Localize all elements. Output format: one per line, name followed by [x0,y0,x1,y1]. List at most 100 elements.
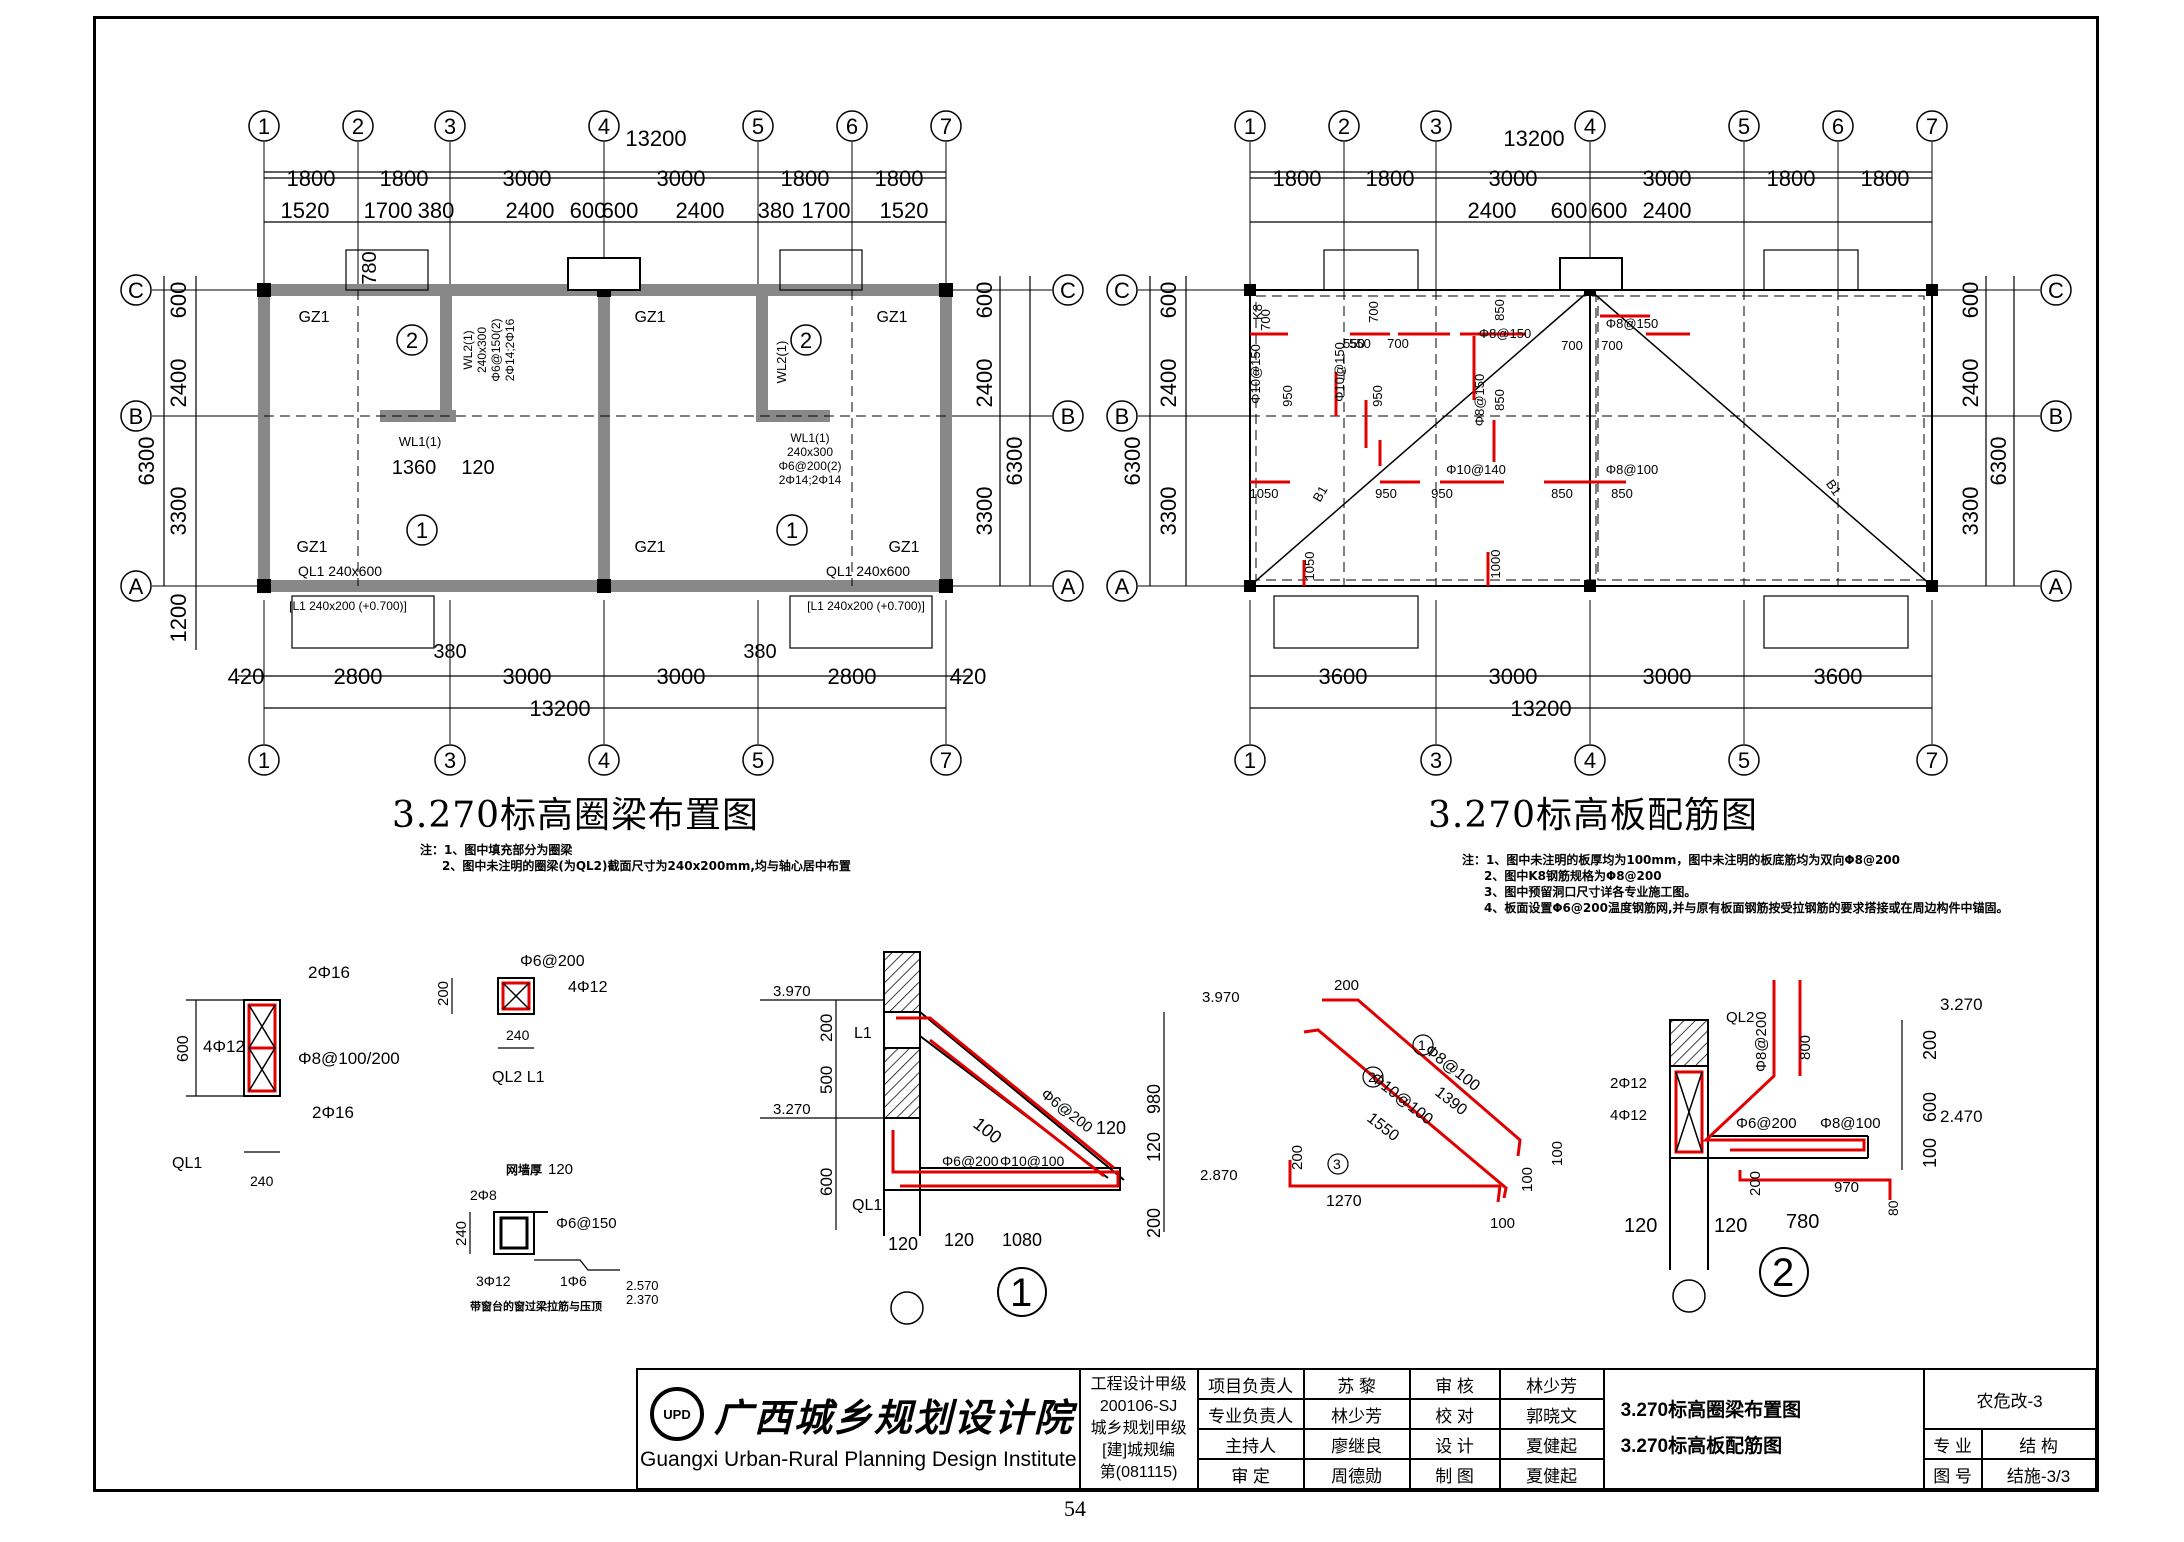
role-3: 主持人 [1196,1428,1305,1460]
drawing-names-cell: 3.270标高圈梁布置图 3.270标高板配筋图 [1602,1368,1925,1490]
rp-slab-dash-l [1255,295,1597,581]
lp-mark2-b: 2 [800,328,812,353]
lp-mark1-a: 1 [416,518,428,543]
ql1-stirrup: Φ8@100/200 [298,1049,400,1068]
rp-row-right-0: C [2048,278,2064,303]
bar-d200: 200 [1334,977,1359,994]
rp-row-left-2: A [1115,574,1130,599]
lp-axis-top-5: 6 [846,114,858,139]
lp-dim-top2-0: 1520 [281,198,330,223]
rp-rebar-label-0: K8 [1250,304,1265,320]
rp-dim-top2-0: 2400 [1468,198,1517,223]
lp-axis-top-1: 2 [352,114,364,139]
rp-rebar-label-11: 950 [1370,385,1385,407]
lp-row-right-1: B [1061,404,1076,429]
rp-rebar-label-23: Φ8@150 [1606,316,1659,331]
sec1-elev-3270: 3.270 [773,1101,811,1118]
institute-en-name: Guangxi Urban-Rural Planning Design Inst… [640,1447,1077,1471]
lp-canopy-right [779,249,863,291]
ql2-bars: 4Φ12 [568,979,608,996]
rp-dim-total-top: 13200 [1503,126,1564,151]
rp-row-left-0: C [1114,278,1130,303]
right-note-3: 3、图中预留洞口尺寸详各专业施工图。 [1484,885,1697,899]
gz-stirrup: Φ6@150 [556,1215,617,1232]
lp-axis-bot-3-circle [742,744,774,776]
lp-mark1-a-circle [406,514,438,546]
ql2-stirrup: Φ6@200 [520,953,585,970]
right-note-1: 注：1、图中未注明的板厚均为100mm，图中未注明的板底筋均为双向Φ8@200 [1462,853,1901,867]
rp-rebar-label-7: Φ8@150 [1479,326,1532,341]
rp-rebar-label-6: 850 [1492,299,1507,321]
lp-porch-right [789,595,933,649]
rp-rebar-label-20: 850 [1611,486,1633,501]
sec2-top: 2Φ12 [1610,1075,1647,1092]
rp-dim-bot-2: 3000 [1643,664,1692,689]
sec2-elev-3270: 3.270 [1940,995,1983,1014]
rp-axis-top-5: 6 [1832,114,1844,139]
rp-dim-l-2: 6300 [1120,437,1145,486]
sec2-ql2: QL2 [1726,1009,1754,1026]
lp-dim-top2-7: 380 [758,198,795,223]
lp-axis-bot-0-circle [248,744,280,776]
rp-axis-top-4-circle [1728,110,1760,142]
lp-row-right-2-circle [1052,570,1084,602]
sec2-d80: 80 [1885,1200,1901,1216]
ql2-section [451,977,535,1049]
rp-rebar-label-13: 850 [1492,389,1507,411]
sec2-r1: Φ8@200 [1753,1011,1770,1072]
lp-dim-top2-4: 600 [570,198,607,223]
lp-row-right-2: A [1061,574,1076,599]
upd-logo: UPD [650,1387,704,1441]
lp-dim-top2-9: 1520 [880,198,929,223]
rp-dim-top1-5: 1800 [1861,166,1910,191]
rp-dim-top2-2: 600 [1591,198,1628,223]
qual-line-4: [建]城规编 [1102,1442,1176,1459]
rp-axis-top-3-circle [1574,110,1606,142]
ql1-bot-bar: 2Φ16 [312,1103,354,1122]
lp-wl1-b-3: 2Φ14;2Φ14 [779,473,842,487]
lintel-section [469,1211,620,1271]
lp-dim-top2-2: 380 [418,198,455,223]
sec2-d100: 100 [1920,1138,1940,1168]
qual-line-3: 城乡规划甲级 [1090,1420,1187,1437]
sec1-d980: 980 [1144,1084,1164,1114]
right-plan-title: 3.270标高板配筋图 [1428,795,1759,836]
sec2-d600: 600 [1920,1092,1940,1122]
bar2-d100: 100 [1519,1167,1536,1192]
bar-mark1: 1 [1418,1037,1426,1053]
rp-rebar-label-5: 700 [1387,336,1409,351]
rp-chimney [1559,257,1623,291]
rp-axis-top-5-circle [1822,110,1854,142]
rp-rebar-label-17: 950 [1375,486,1397,501]
lp-wl2-a-1: 240x300 [475,327,489,373]
ql1-top-bar: 2Φ16 [308,963,350,982]
lp-wl1-b-0: WL1(1) [790,431,829,445]
lp-dim-top1-2: 3000 [503,166,552,191]
rp-row-right-2-circle [2040,570,2072,602]
lp-wl2-a-2: Φ6@150(2) [489,318,503,381]
lp-axis-top-6: 7 [940,114,952,139]
lp-row-left-1: B [129,404,144,429]
rp-rebar-label-15: Φ8@100 [1606,462,1659,477]
rp-dim-top1-4: 1800 [1767,166,1816,191]
rp-row-left-1: B [1115,404,1130,429]
bar1-d100: 100 [1549,1141,1566,1166]
sec1-d120-v: 120 [1144,1132,1164,1162]
sec1-elev-2870: 2.870 [1200,1167,1238,1184]
lp-row-right-1-circle [1052,400,1084,432]
lp-dim-l-0: 600 [166,282,191,319]
rp-diag-r [1589,289,1933,587]
lp-chimney [567,257,641,291]
qualification-cell: 工程设计甲级 200106-SJ 城乡规划甲级 [建]城规编 第(081115) [1078,1368,1199,1490]
lp-axis-bot-4-circle [930,744,962,776]
gz-elev1: 2.570 [626,1278,659,1293]
bar-mark2: 2 [1368,1069,1376,1085]
rp-column-2 [1926,284,1938,296]
rp-axis-bot-3-circle [1728,744,1760,776]
section-2-drawing [1669,980,1903,1313]
rp-column-5 [1926,580,1938,592]
lp-column-0 [257,283,271,297]
rp-dim-l-0: 600 [1156,282,1181,319]
gz-elev2: 2.370 [626,1292,659,1307]
